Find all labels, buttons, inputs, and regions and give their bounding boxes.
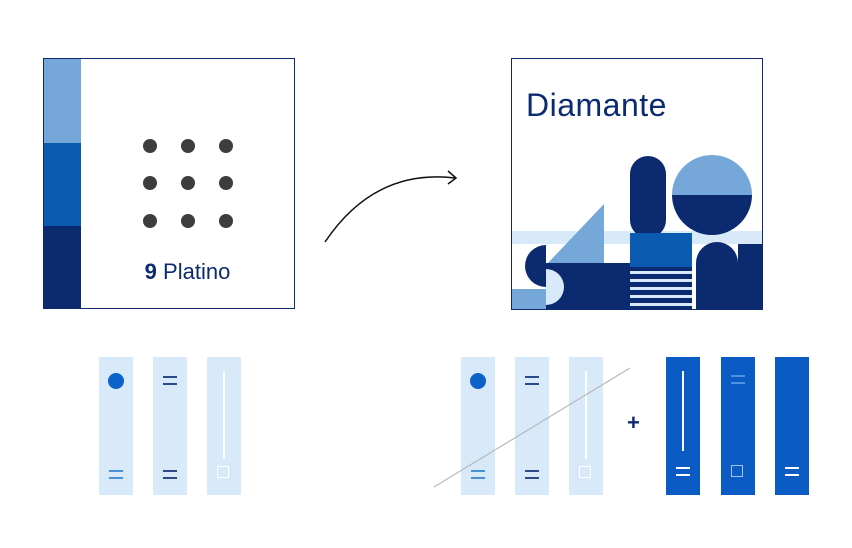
line-icon: [163, 383, 177, 385]
slider-line: [682, 371, 684, 451]
square-icon: [217, 466, 229, 478]
line-icon: [163, 470, 177, 472]
line-icon: [471, 477, 485, 479]
column-with-dot: [99, 357, 133, 495]
line-icon: [163, 376, 177, 378]
circle-icon: [470, 373, 486, 389]
grid-dot: [143, 139, 157, 153]
diamante-card: Diamante: [511, 58, 763, 310]
line-icon: [785, 474, 799, 476]
square-icon: [731, 465, 743, 477]
grid-dot: [219, 139, 233, 153]
grid-dot: [181, 214, 195, 228]
dark-column-with-slider: [666, 357, 700, 495]
line-icon: [109, 477, 123, 479]
square-icon: [579, 466, 591, 478]
platino-card: 9 Platino: [43, 58, 295, 309]
column-with-dot: [461, 357, 495, 495]
line-icon: [525, 477, 539, 479]
line-icon: [785, 467, 799, 469]
grid-dot: [219, 176, 233, 190]
transition-arrow: [324, 170, 458, 243]
strike-through-line: [433, 367, 631, 488]
plus-sign: +: [627, 410, 640, 435]
stripe-light: [44, 59, 81, 143]
stripe-mid: [44, 143, 81, 226]
line-icon: [471, 470, 485, 472]
line-icon: [676, 474, 690, 476]
line-icon: [525, 470, 539, 472]
grid-dot: [181, 139, 195, 153]
column-with-slider: [569, 357, 603, 495]
grid-dot: [143, 176, 157, 190]
line-icon: [163, 477, 177, 479]
line-icon: [676, 467, 690, 469]
slider-line: [223, 371, 225, 459]
geometric-pattern: [512, 155, 762, 309]
column-with-lines: [153, 357, 187, 495]
grid-dot: [219, 214, 233, 228]
platino-label: 9 Platino: [44, 259, 294, 285]
diamante-title: Diamante: [526, 87, 667, 123]
dark-column-with-square: [721, 357, 755, 495]
stripe-dark: [44, 226, 81, 308]
line-icon: [731, 375, 745, 377]
column-with-lines: [515, 357, 549, 495]
platino-number: 9: [144, 259, 157, 284]
line-icon: [731, 382, 745, 384]
grid-dot: [143, 214, 157, 228]
circle-icon: [108, 373, 124, 389]
column-with-slider: [207, 357, 241, 495]
line-icon: [109, 470, 123, 472]
line-icon: [525, 376, 539, 378]
slider-line: [585, 371, 587, 459]
platino-name: Platino: [163, 259, 231, 284]
grid-dot: [181, 176, 195, 190]
dark-column-with-lines: [775, 357, 809, 495]
line-icon: [525, 383, 539, 385]
